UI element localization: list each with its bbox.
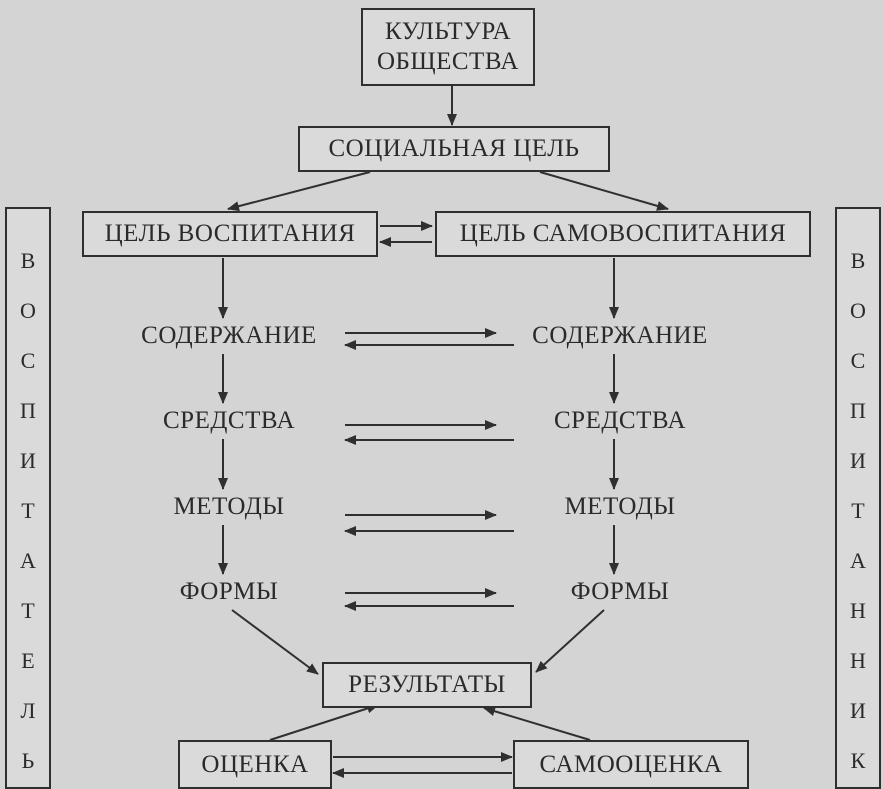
self-upbringing-goal-box: ЦЕЛЬ САМОВОСПИТАНИЯ xyxy=(435,211,811,257)
left-forms-label: ФОРМЫ xyxy=(179,578,279,605)
educator-letter: А xyxy=(20,548,36,573)
arrow-social-to-self-upbringing-goal xyxy=(539,171,669,211)
pupil-letter: В xyxy=(850,248,866,273)
arrow-right-forms-to-results xyxy=(535,609,605,673)
upbringing-goal-box: ЦЕЛЬ ВОСПИТАНИЯ xyxy=(82,211,378,257)
educator-letter: П xyxy=(20,398,36,423)
arrow-assessment-to-results xyxy=(269,703,379,741)
results-box: РЕЗУЛЬТАТЫ xyxy=(322,662,532,708)
pupil-letter: Н xyxy=(850,598,866,623)
educator-letter: Е xyxy=(21,648,35,673)
educator-letter: Ь xyxy=(21,748,35,773)
arrow-self-assessment-to-results xyxy=(483,706,591,741)
pupil-letter: О xyxy=(850,298,866,323)
educator-letter: Т xyxy=(21,498,35,523)
self-assessment-box: САМООЦЕНКА xyxy=(513,740,749,789)
pupil-letter: И xyxy=(850,448,866,473)
culture-line-2: ОБЩЕСТВА xyxy=(376,48,519,75)
social-goal-box: СОЦИАЛЬНАЯ ЦЕЛЬ xyxy=(298,126,610,172)
assessment-box: ОЦЕНКА xyxy=(178,740,332,789)
pupil-letter: И xyxy=(850,698,866,723)
right-methods-label: МЕТОДЫ xyxy=(564,493,676,520)
pupil-letter: К xyxy=(850,748,866,773)
educator-letter: С xyxy=(20,348,36,373)
educator-letter: Т xyxy=(21,598,35,623)
right-content-label: СОДЕРЖАНИЕ xyxy=(532,322,708,349)
educator-letter: О xyxy=(20,298,36,323)
culture-box: КУЛЬТУРА ОБЩЕСТВА xyxy=(361,8,535,86)
left-means-label: СРЕДСТВА xyxy=(162,407,296,434)
pupil-letter: А xyxy=(850,548,866,573)
left-methods-label: МЕТОДЫ xyxy=(173,493,285,520)
pupil-letter: П xyxy=(850,398,866,423)
pupil-letter: Н xyxy=(850,648,866,673)
educator-letter: Л xyxy=(20,698,36,723)
pupil-letter: С xyxy=(850,348,866,373)
arrow-social-to-upbringing-goal xyxy=(227,171,371,212)
educator-letter: В xyxy=(20,248,36,273)
left-content-label: СОДЕРЖАНИЕ xyxy=(141,322,317,349)
culture-line-1: КУЛЬТУРА xyxy=(384,18,512,45)
educator-letter: И xyxy=(20,448,36,473)
pupil-letter: Т xyxy=(851,498,865,523)
right-forms-label: ФОРМЫ xyxy=(570,578,670,605)
right-means-label: СРЕДСТВА xyxy=(553,407,687,434)
arrow-left-forms-to-results xyxy=(231,609,319,675)
